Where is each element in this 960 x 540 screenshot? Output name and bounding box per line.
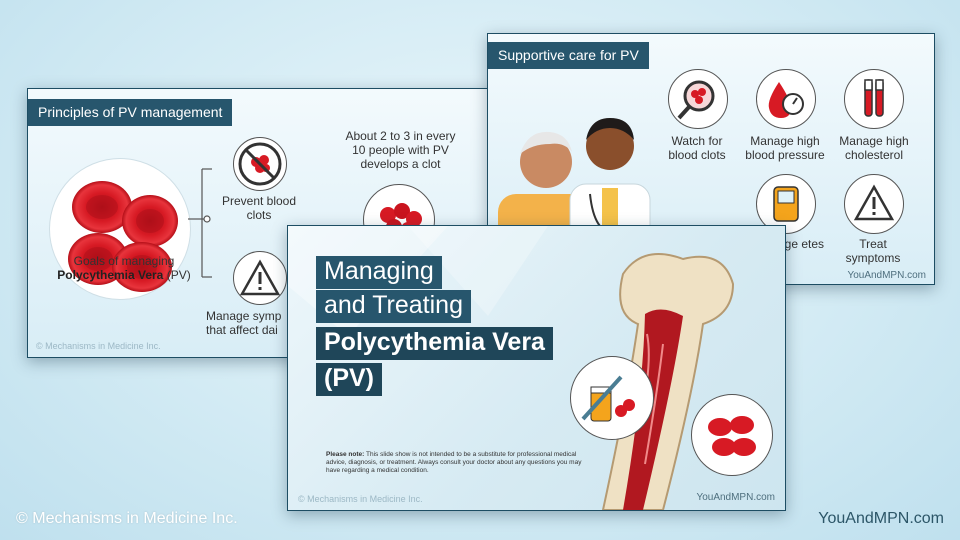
website-link[interactable]: YouAndMPN.com (847, 270, 926, 281)
glucose-meter-icon (756, 174, 816, 234)
website-link[interactable]: YouAndMPN.com (696, 492, 775, 503)
care-item-label: Manage high cholesterol (839, 134, 909, 162)
page-website-link[interactable]: YouAndMPN.com (818, 510, 944, 527)
blood-cells-illustration (50, 159, 190, 299)
title-line-bold: Polycythemia Vera (316, 327, 553, 360)
warning-icon (844, 174, 904, 234)
blood-cells-icon (691, 394, 773, 476)
clot-fact-caption: About 2 to 3 in every 10 people with PV … (345, 129, 456, 171)
copyright-text: © Mechanisms in Medicine Inc. (298, 494, 423, 504)
prevent-caption: Prevent blood clots (221, 194, 297, 222)
test-tubes-icon (844, 69, 904, 129)
disclaimer-note: Please note: This slide show is not inte… (326, 451, 582, 474)
slide-heading: Supportive care for PV (488, 42, 649, 69)
care-item-label: Watch for blood clots (668, 134, 726, 162)
magnifier-clot-icon (668, 69, 728, 129)
slide-title: Managing and Treating Polycythemia Vera … (287, 225, 786, 511)
care-item-label: Manage high blood pressure (745, 134, 825, 162)
goals-caption: Goals of managing Polycythemia Vera (PV) (57, 254, 191, 282)
title-line: Managing (316, 256, 442, 289)
title-line: and Treating (316, 290, 471, 323)
title-line-bold: (PV) (316, 363, 382, 396)
warning-icon (233, 251, 287, 305)
slide-heading: Principles of PV management (28, 99, 233, 126)
care-item-label: Treat symptoms (845, 237, 901, 265)
manage-symptoms-caption: Manage symp that affect dai (206, 309, 282, 337)
no-clot-icon (233, 137, 287, 191)
copyright-text: © Mechanisms in Medicine Inc. (36, 341, 161, 351)
care-item-label: age etes (778, 237, 825, 251)
blood-pressure-icon (756, 69, 816, 129)
bracket-connector (188, 168, 212, 278)
medication-icon (570, 356, 654, 440)
page-copyright: © Mechanisms in Medicine Inc. (16, 510, 238, 527)
slide-principles: Principles of PV management Goals of man (27, 88, 499, 358)
